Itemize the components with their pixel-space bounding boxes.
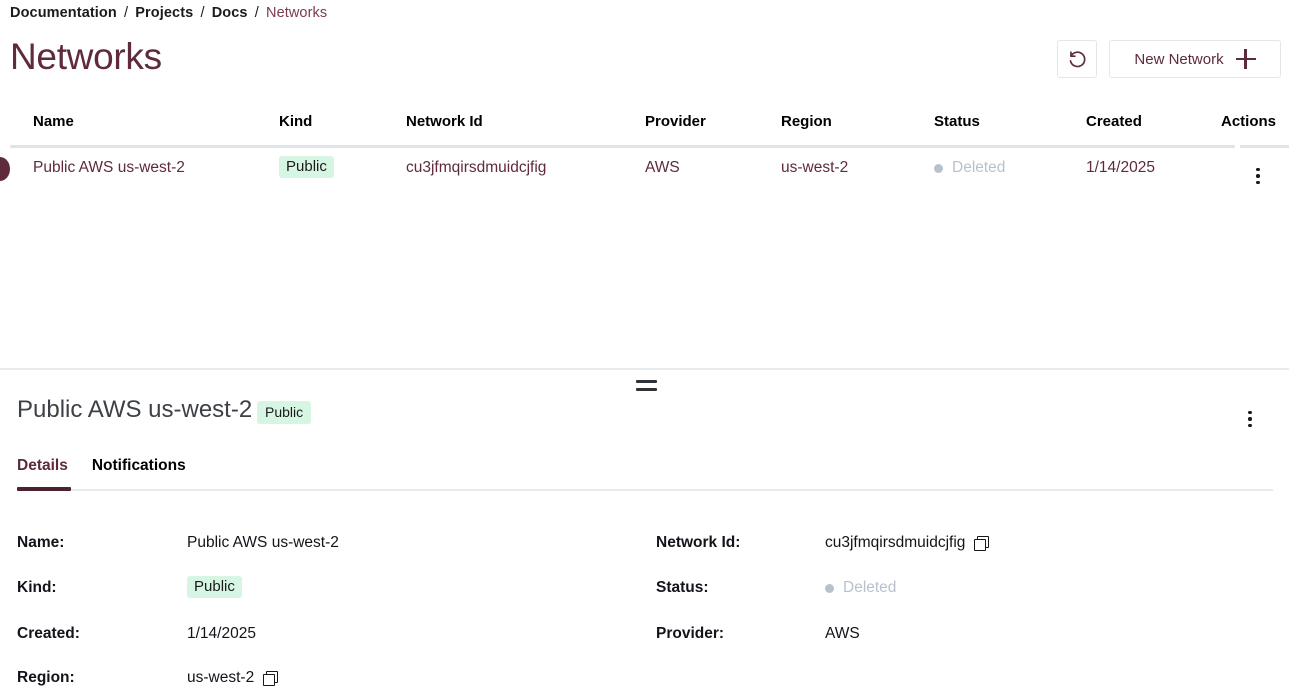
detail-actions-wrap	[1246, 401, 1254, 429]
breadcrumb-separator: /	[123, 5, 129, 21]
field-label-provider: Provider:	[656, 625, 725, 642]
row-actions-kebab-menu-icon[interactable]	[1254, 166, 1262, 187]
field-value-network-id: cu3jfmqirsdmuidcjfig	[825, 534, 966, 551]
field-value-network-id-wrap: cu3jfmqirsdmuidcjfig	[825, 534, 990, 552]
field-label-name: Name:	[17, 534, 65, 551]
breadcrumb-item-docs[interactable]: Docs	[211, 5, 248, 21]
column-header-provider[interactable]: Provider	[645, 113, 706, 130]
page-title: Networks	[10, 36, 162, 77]
table-header-divider	[10, 145, 1235, 148]
tab-active-underline	[17, 487, 71, 491]
cell-network-id: cu3jfmqirsdmuidcjfig	[406, 159, 547, 176]
cell-actions	[1254, 158, 1262, 186]
cell-kind: Public	[279, 156, 334, 178]
networks-table: Name Kind Network Id Provider Region Sta…	[0, 113, 1289, 205]
column-header-status[interactable]: Status	[934, 113, 980, 130]
tab-notifications[interactable]: Notifications	[91, 457, 186, 474]
copy-icon[interactable]	[974, 536, 990, 551]
field-value-status: Deleted	[843, 579, 897, 596]
cell-created: 1/14/2025	[1086, 159, 1155, 176]
field-label-kind: Kind:	[17, 579, 57, 596]
field-label-network-id: Network Id:	[656, 534, 741, 551]
table-row[interactable]: Public AWS us-west-2 Public cu3jfmqirsdm…	[0, 147, 1289, 205]
column-header-network-id[interactable]: Network Id	[406, 113, 483, 130]
kind-badge: Public	[279, 156, 334, 178]
breadcrumb-separator: /	[254, 5, 259, 21]
breadcrumb-item-documentation[interactable]: Documentation	[10, 5, 117, 21]
field-label-region: Region:	[17, 669, 75, 686]
detail-field-kind-badge: Public	[187, 576, 242, 598]
row-selected-indicator	[0, 157, 10, 181]
detail-panel-title: Public AWS us-west-2	[17, 396, 253, 423]
cell-region: us-west-2	[781, 159, 849, 176]
column-header-created[interactable]: Created	[1086, 113, 1142, 130]
status-label: Deleted	[952, 159, 1006, 176]
table-header-divider-actions	[1240, 145, 1289, 148]
cell-provider: AWS	[645, 159, 680, 176]
field-value-region: us-west-2	[187, 669, 255, 686]
refresh-button[interactable]	[1057, 40, 1097, 78]
field-value-kind: Public	[187, 576, 242, 598]
breadcrumb-separator: /	[200, 5, 205, 21]
table-header-row: Name Kind Network Id Provider Region Sta…	[0, 113, 1289, 148]
status-dot-icon	[825, 583, 834, 593]
field-value-status-wrap: Deleted	[825, 579, 896, 597]
column-header-name[interactable]: Name	[33, 113, 74, 130]
breadcrumb: Documentation / Projects / Docs / Networ…	[10, 5, 327, 21]
panel-divider	[0, 368, 1289, 370]
field-value-region-wrap: us-west-2	[187, 669, 279, 687]
panel-resize-handle[interactable]	[636, 380, 657, 391]
status-dot-icon	[934, 163, 943, 173]
tabs-divider	[17, 489, 1273, 491]
detail-tabs: Details Notifications	[17, 457, 186, 497]
breadcrumb-item-projects[interactable]: Projects	[135, 5, 194, 21]
column-header-region[interactable]: Region	[781, 113, 832, 130]
tab-details[interactable]: Details	[17, 457, 68, 474]
refresh-icon	[1069, 50, 1086, 67]
detail-panel-badge-wrap: Public	[257, 401, 312, 424]
new-network-label: New Network	[1134, 50, 1224, 68]
cell-status: Deleted	[934, 159, 1005, 178]
field-value-provider: AWS	[825, 625, 860, 642]
column-header-kind[interactable]: Kind	[279, 113, 313, 130]
detail-actions-kebab-menu-icon[interactable]	[1246, 409, 1254, 430]
plus-icon	[1235, 49, 1256, 69]
breadcrumb-item-networks[interactable]: Networks	[266, 5, 328, 21]
copy-icon[interactable]	[263, 671, 279, 686]
new-network-button[interactable]: New Network	[1109, 40, 1281, 78]
field-label-created: Created:	[17, 625, 80, 642]
field-label-status: Status:	[656, 579, 709, 596]
status-badge: Deleted	[934, 159, 1005, 177]
column-header-actions: Actions	[1221, 113, 1277, 130]
cell-name: Public AWS us-west-2	[33, 159, 185, 176]
field-value-created: 1/14/2025	[187, 625, 256, 642]
detail-kind-badge: Public	[257, 401, 312, 424]
field-value-name: Public AWS us-west-2	[187, 534, 339, 551]
